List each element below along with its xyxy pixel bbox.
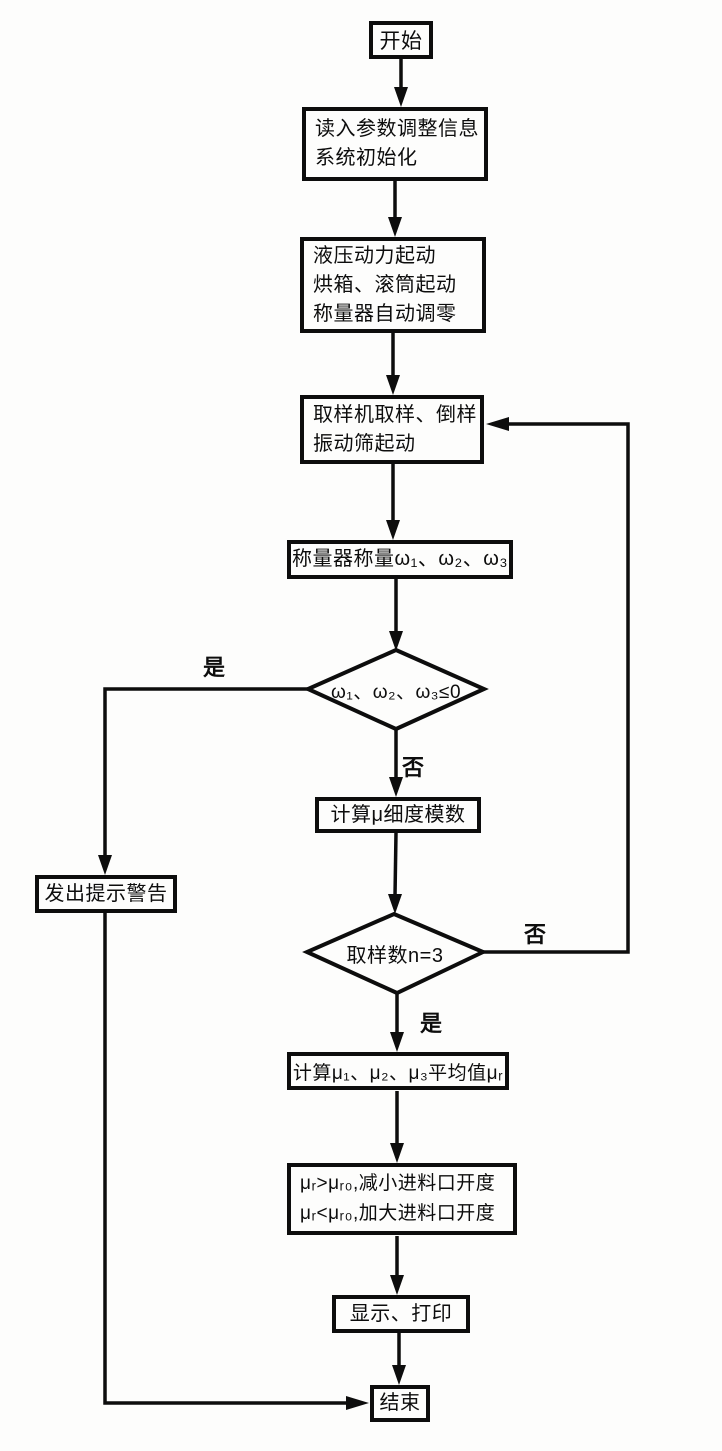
node-weighing: 称量器称量ω₁、ω₂、ω₃: [287, 540, 513, 579]
decision-samplecount-diamond: [302, 911, 488, 996]
decision-weight-diamond: [303, 647, 489, 732]
node-power-startup: 液压动力起动 烘箱、滚筒起动 称量器自动调零: [300, 237, 486, 333]
node-end: 结束: [370, 1385, 430, 1422]
node-power-line1: 液压动力起动: [313, 244, 436, 267]
decision-weight-label: ω₁、ω₂、ω₃≤0: [330, 682, 462, 703]
node-init-line2: 系统初始化: [315, 147, 418, 169]
node-end-label: 结束: [379, 1392, 421, 1414]
edge-label-weight-yes: 是: [203, 655, 226, 680]
node-sampling-line1: 取样机取样、倒样: [313, 403, 477, 426]
node-warning: 发出提示警告: [35, 875, 177, 913]
node-start-label: 开始: [379, 30, 423, 53]
node-adjust-line2: μᵣ<μᵣ₀,加大进料口开度: [300, 1203, 496, 1224]
node-calc-fineness: 计算μ细度模数: [315, 797, 481, 833]
node-power-line2: 烘箱、滚筒起动: [313, 273, 457, 296]
node-adjust-feed: μᵣ>μᵣ₀,减小进料口开度 μᵣ<μᵣ₀,加大进料口开度: [287, 1163, 517, 1235]
node-init: 读入参数调整信息 系统初始化: [302, 107, 488, 181]
node-start: 开始: [369, 21, 433, 59]
node-adjust-line1: μᵣ>μᵣ₀,减小进料口开度: [300, 1173, 496, 1194]
node-warning-label: 发出提示警告: [44, 882, 168, 905]
node-display-print-label: 显示、打印: [349, 1302, 453, 1325]
node-power-line3: 称量器自动调零: [313, 302, 457, 325]
node-init-line1: 读入参数调整信息: [315, 118, 479, 140]
edge-label-n-no: 否: [524, 922, 547, 947]
node-display-print: 显示、打印: [332, 1295, 470, 1333]
node-sampling: 取样机取样、倒样 振动筛起动: [300, 395, 484, 464]
node-calc-fineness-label: 计算μ细度模数: [330, 803, 466, 826]
node-weighing-label: 称量器称量ω₁、ω₂、ω₃: [291, 548, 508, 570]
node-calc-average: 计算μ₁、μ₂、μ₃平均值μᵣ: [287, 1052, 509, 1090]
node-sampling-line2: 振动筛起动: [313, 432, 416, 455]
edge-label-n-yes: 是: [420, 1011, 443, 1036]
edge-label-weight-no: 否: [402, 755, 425, 780]
decision-samplecount-label: 取样数n=3: [346, 945, 444, 967]
node-calc-average-label: 计算μ₁、μ₂、μ₃平均值μᵣ: [292, 1062, 504, 1084]
